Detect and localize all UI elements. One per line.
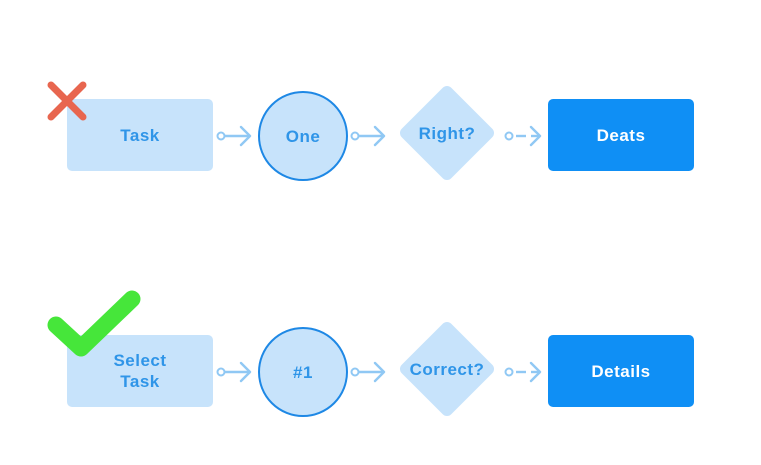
solid-arrow-connector [216, 361, 252, 383]
step-node-label: #1 [293, 362, 313, 382]
incorrect-example-flow: Task One Right? Deats [0, 66, 761, 206]
step-node: One [258, 91, 348, 181]
step-node-label: One [285, 126, 321, 146]
step-node: #1 [258, 327, 348, 417]
cross-icon [47, 81, 87, 121]
task-node-label: Select Task [113, 351, 167, 391]
solid-arrow-connector [216, 125, 252, 147]
details-node: Details [548, 335, 694, 407]
solid-arrow-connector [350, 125, 386, 147]
decision-node-label: Correct? [409, 359, 485, 379]
task-node-label: Task [120, 125, 160, 145]
dashed-arrow-connector [504, 361, 542, 383]
decision-node: Correct? [397, 319, 497, 419]
solid-arrow-connector [350, 361, 386, 383]
dashed-arrow-connector [504, 125, 542, 147]
details-node-label: Details [591, 361, 651, 381]
task-node: Task [67, 99, 213, 171]
correct-example-flow: Select Task #1 Correct? Details [0, 302, 761, 442]
check-icon [47, 290, 141, 357]
details-node-label: Deats [596, 125, 646, 145]
details-node: Deats [548, 99, 694, 171]
decision-node: Right? [397, 83, 497, 183]
decision-node-label: Right? [418, 123, 476, 143]
